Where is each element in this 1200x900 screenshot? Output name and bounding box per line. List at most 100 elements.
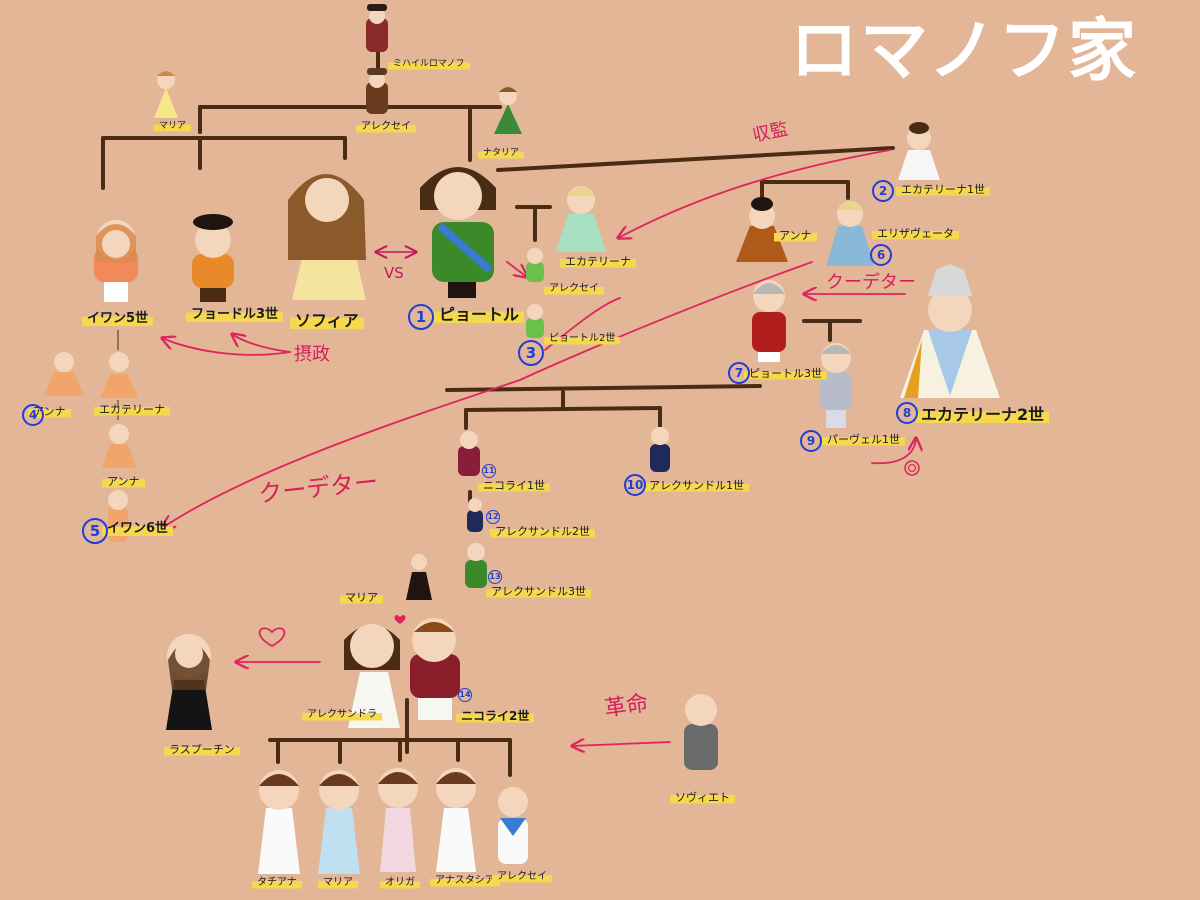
figure-peter1 xyxy=(420,167,496,298)
label-alexander3: アレクサンドル3世 xyxy=(486,584,591,600)
spiral-mark xyxy=(904,460,920,476)
label-peter2: ピョートル2世 xyxy=(544,332,621,346)
figure-anastasia xyxy=(436,768,476,872)
reign-number-1: 1 xyxy=(408,304,434,330)
label-maria-mother: マリア xyxy=(340,590,383,606)
figure-peter3 xyxy=(752,280,786,362)
heart-icon xyxy=(258,627,286,648)
figure-nikolai1 xyxy=(458,431,480,476)
label-pavel1: パーヴェル1世 xyxy=(822,432,905,448)
note-coup-right: クーデター xyxy=(826,272,916,293)
figure-rasputin xyxy=(166,634,212,730)
reign-number-5: 5 xyxy=(82,518,108,544)
figure-peter2 xyxy=(526,304,544,338)
figure-alexander3 xyxy=(465,543,487,588)
figure-ivan5 xyxy=(94,220,138,302)
figure-soviet xyxy=(684,694,718,770)
label-sofia: ソフィア xyxy=(290,310,364,332)
reign-number-7: 7 xyxy=(728,362,750,384)
reign-number-3: 3 xyxy=(518,340,544,366)
reign-number-9: 9 xyxy=(800,430,822,452)
label-alexei: アレクセイ xyxy=(356,120,416,134)
arrow-pavel-ekaterina xyxy=(871,438,916,465)
figure-maria-mother xyxy=(406,554,432,600)
label-alexei-last: アレクセイ xyxy=(492,870,552,884)
label-elizaveta: エリザヴェータ xyxy=(872,226,959,242)
reign-number-6: 6 xyxy=(870,244,892,266)
figure-ekaterina-wife xyxy=(556,186,606,252)
reign-number-13: 13 xyxy=(488,570,502,584)
figure-ekaterina1 xyxy=(898,122,940,180)
label-ivan5: イワン5世 xyxy=(82,310,154,328)
reign-number-8: 8 xyxy=(896,402,918,424)
figure-maria-top xyxy=(154,71,178,118)
label-ekaterina2: エカテリーナ2世 xyxy=(916,404,1050,426)
label-maria-daughter: マリア xyxy=(318,876,358,890)
figure-alexei-son xyxy=(526,248,544,282)
label-fyodor3: フョードル3世 xyxy=(186,306,284,324)
label-soviet: ソヴィエト xyxy=(670,790,735,806)
reign-number-11: 11 xyxy=(482,464,496,478)
label-alexander1: アレクサンドル1世 xyxy=(644,478,749,494)
line-peter-ekaterina xyxy=(496,146,895,172)
reign-number-4: 4 xyxy=(22,404,44,426)
label-nikolai1: ニコライ1世 xyxy=(478,478,550,494)
label-ekaterina-ivan: エカテリーナ xyxy=(94,402,170,418)
figure-alexander2 xyxy=(467,498,483,532)
figure-anna-duchess xyxy=(44,352,84,396)
heart-icon-small xyxy=(394,615,406,624)
event-arrows xyxy=(162,149,916,746)
label-alexander2: アレクサンドル2世 xyxy=(490,524,595,540)
figure-olga xyxy=(378,768,418,872)
tree-connector-lines xyxy=(101,50,895,777)
label-tatiana: タチアナ xyxy=(252,876,302,890)
reign-number-10: 10 xyxy=(624,474,646,496)
figure-ekaterina2 xyxy=(900,264,1000,398)
label-ekaterina1: エカテリーナ1世 xyxy=(896,182,990,198)
figure-sofia xyxy=(288,174,366,300)
label-ekaterina-wife: エカテリーナ xyxy=(560,254,636,270)
figure-anna-mother xyxy=(102,424,136,468)
note-vs: VS xyxy=(384,264,404,282)
arrow-kakumei xyxy=(572,742,671,746)
reign-number-14: 14 xyxy=(458,688,472,702)
label-anna-daughter: アンナ xyxy=(774,228,817,244)
label-nikolai2: ニコライ2世 xyxy=(456,708,535,725)
figure-ekaterina-ivan xyxy=(100,352,138,398)
note-kakumei: 革命 xyxy=(602,691,650,722)
page-title: ロマノフ家 xyxy=(790,12,1138,91)
figure-maria-daughter xyxy=(318,770,360,874)
arrow-kankin xyxy=(618,149,891,238)
figure-nikolai2 xyxy=(410,618,460,720)
arrow-sessho-ivan xyxy=(162,338,291,356)
figure-mikhail xyxy=(366,4,388,52)
label-anastasia: アナスタシア xyxy=(430,874,500,888)
label-peter3: ピョートル3世 xyxy=(744,366,827,382)
label-natalia: ナタリア xyxy=(478,147,525,160)
figure-elizaveta xyxy=(826,201,874,266)
reign-number-2: 2 xyxy=(872,180,894,202)
figure-alexander1 xyxy=(650,427,670,472)
arrow-coup-elizaveta xyxy=(162,261,813,528)
note-sessho: 摂政 xyxy=(294,344,330,365)
label-rasputin: ラスプーチン xyxy=(164,742,240,758)
label-maria-top: マリア xyxy=(154,120,192,133)
label-mikhail: ミハイルロマノフ xyxy=(388,58,470,71)
label-anna-mother: アンナ xyxy=(102,474,145,490)
figure-natalia xyxy=(494,87,522,134)
label-alexei-son: アレクセイ xyxy=(544,282,604,296)
label-ivan6: イワン6世 xyxy=(102,520,174,538)
label-olga: オリガ xyxy=(380,876,420,890)
figure-fyodor3 xyxy=(192,214,234,302)
label-peter1: ピョートル xyxy=(434,304,525,326)
arrow-sessho-fyodor xyxy=(232,334,291,353)
line-pavel-children xyxy=(445,384,762,392)
figure-tatiana xyxy=(258,770,300,874)
reign-number-12: 12 xyxy=(486,510,500,524)
label-alexandra: アレクサンドラ xyxy=(302,708,382,722)
arrow-peter-son xyxy=(506,261,527,277)
figure-alexei-last xyxy=(498,787,528,864)
figure-alexei xyxy=(366,68,388,114)
